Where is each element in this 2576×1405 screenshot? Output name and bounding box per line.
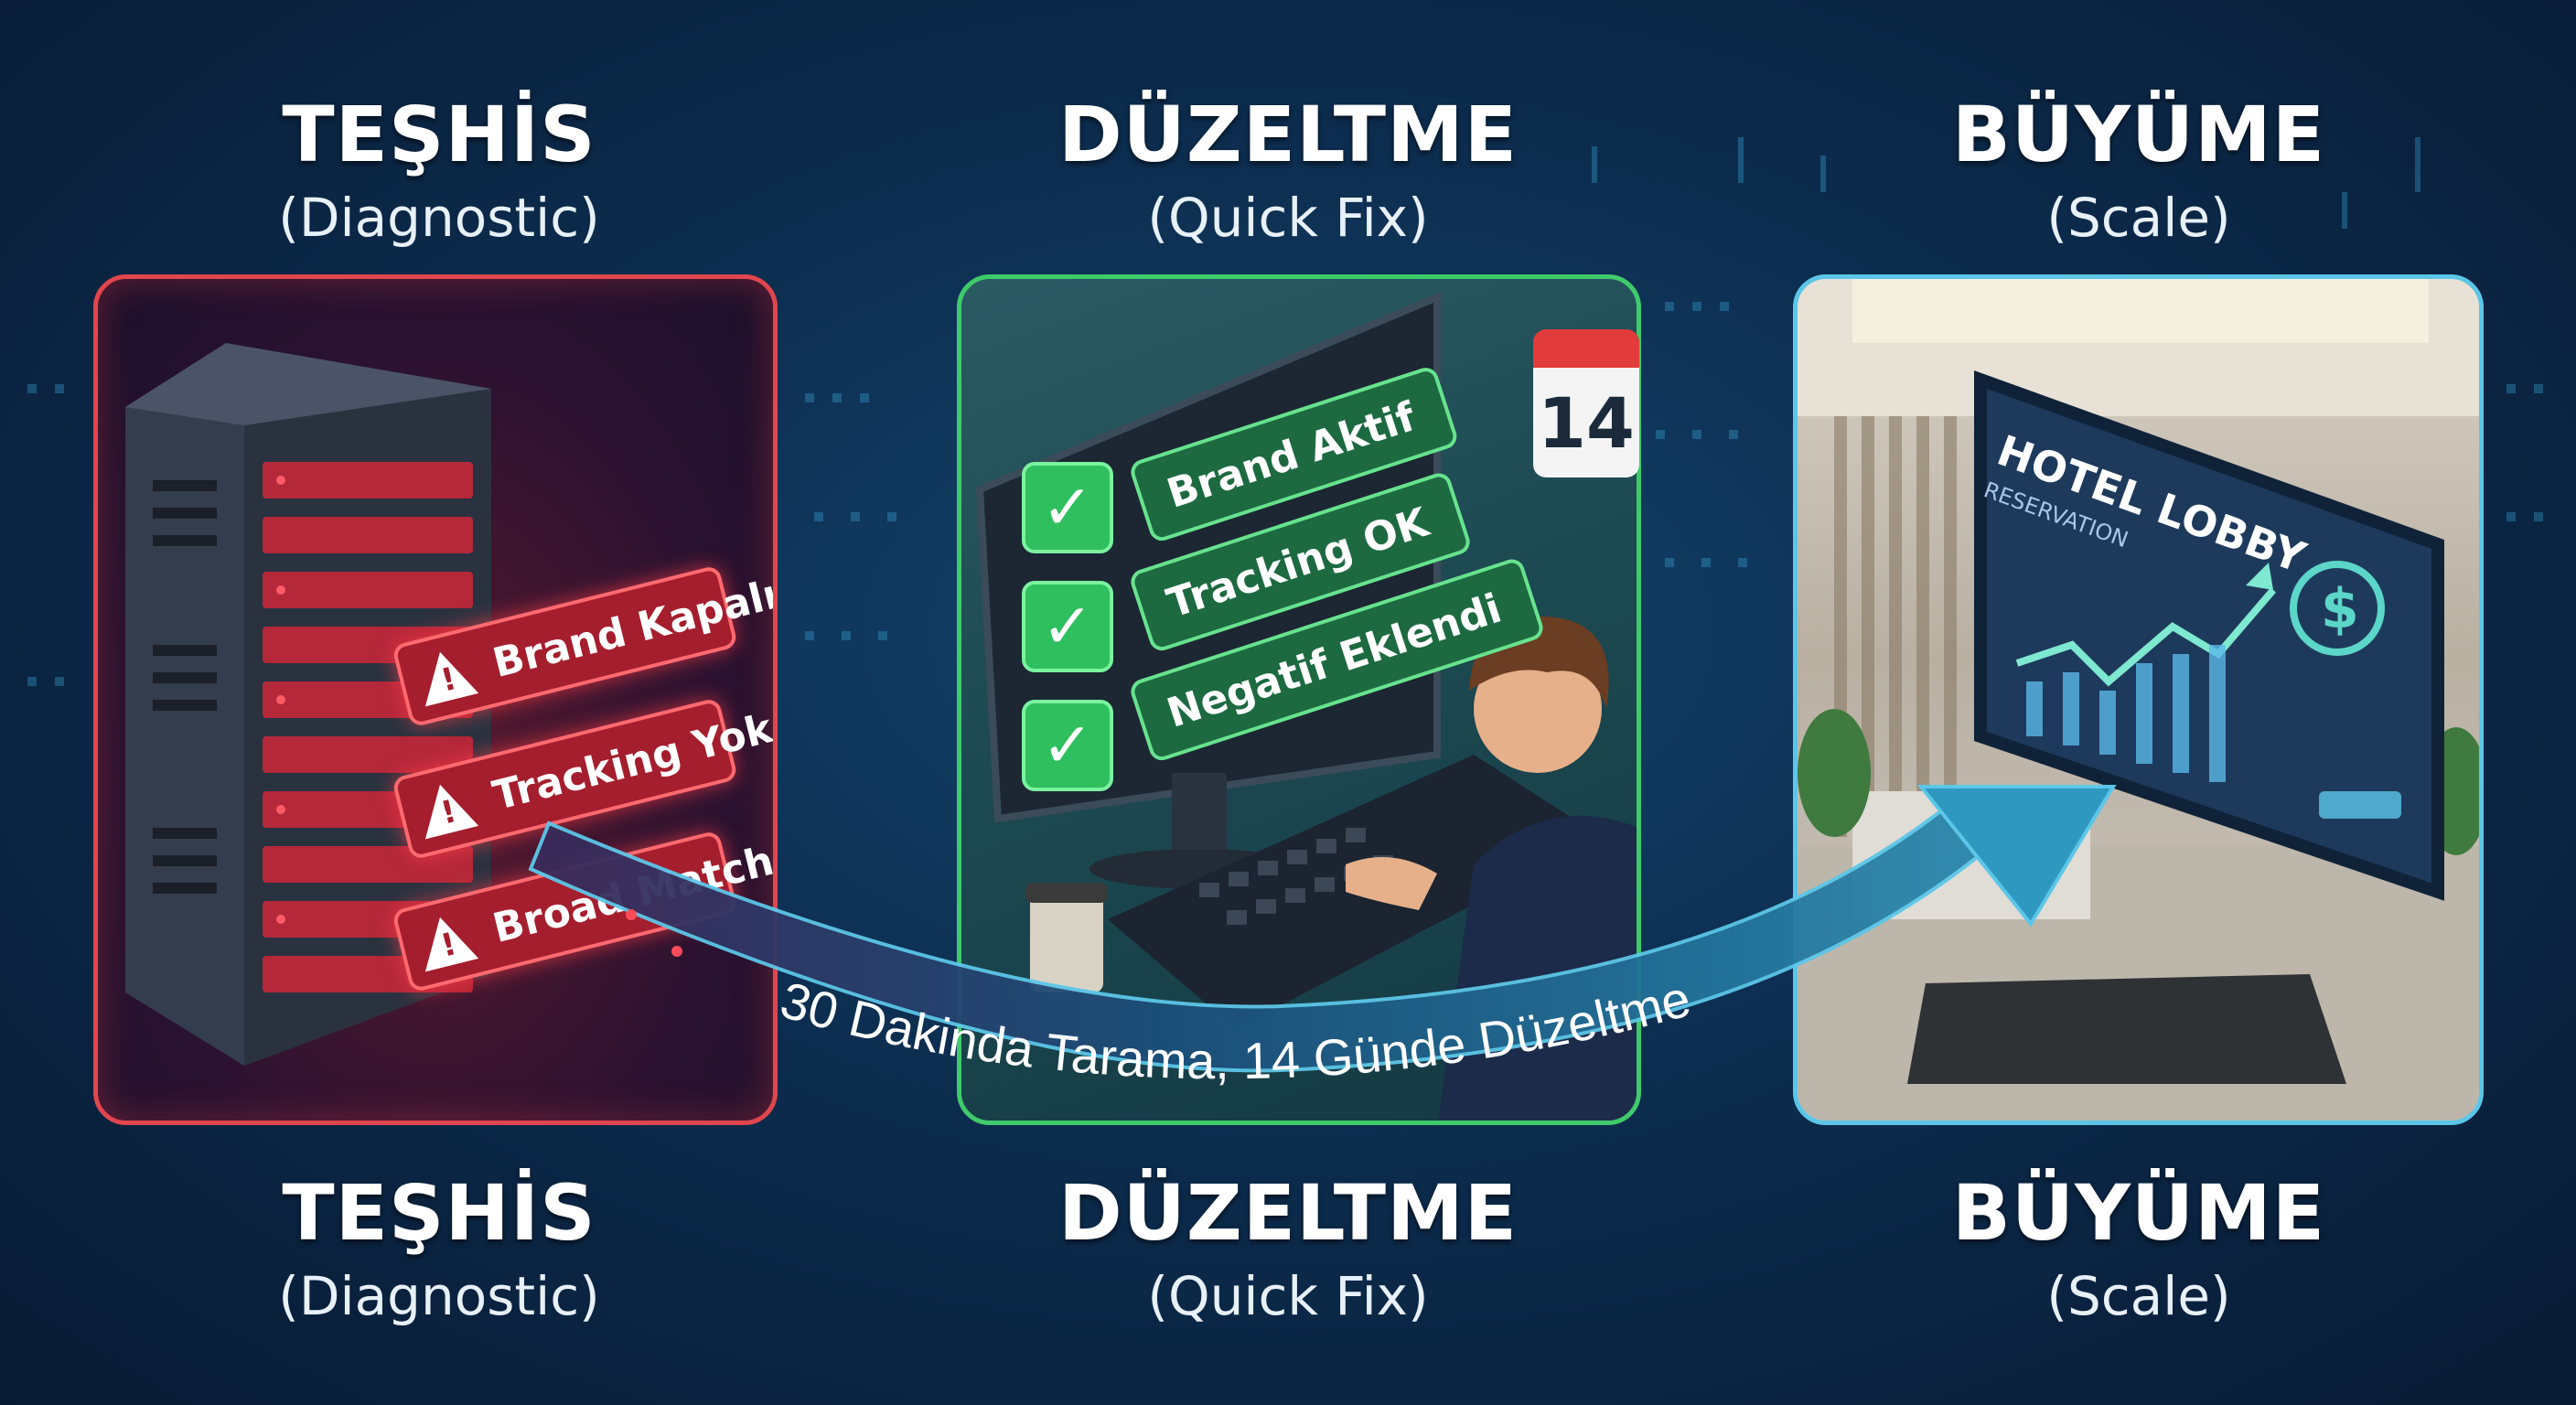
column-subtitle: (Scale) (2046, 187, 2231, 249)
column-subtitle: (Quick Fix) (1147, 1265, 1429, 1327)
calendar-header (1533, 329, 1639, 368)
column-subtitle: (Diagnostic) (278, 1265, 600, 1327)
check-icon: ✓ (1022, 581, 1113, 672)
calendar-icon: 14 (1533, 329, 1639, 490)
diagnostic-panel: ! Brand Kapalı! ! Tracking Yok! ! Broad … (93, 274, 778, 1125)
calendar-day: 14 (1533, 368, 1639, 477)
footer-quickfix: DÜZELTME (Quick Fix) (876, 1174, 1700, 1323)
quickfix-panel: ✓ ✓ ✓ Brand Aktif Tracking OK Negatif Ek… (957, 274, 1641, 1125)
column-subtitle: (Quick Fix) (1147, 187, 1429, 249)
footer-diagnostic: TEŞHİS (Diagnostic) (27, 1174, 851, 1323)
header-quickfix: DÜZELTME (Quick Fix) (876, 96, 1700, 244)
column-title: BÜYÜME (1951, 90, 2326, 179)
timeline-banner-text: 30 Dakinda Tarama, 14 Günde Düzeltme (775, 969, 1696, 1089)
header-scale: BÜYÜME (Scale) (1727, 96, 2550, 244)
column-title: TEŞHİS (282, 1168, 596, 1258)
column-title: BÜYÜME (1951, 1168, 2326, 1258)
column-subtitle: (Diagnostic) (278, 187, 600, 249)
dollar-icon: $ (2321, 577, 2359, 641)
header-diagnostic: TEŞHİS (Diagnostic) (27, 96, 851, 244)
column-title: DÜZELTME (1057, 1168, 1519, 1258)
column-subtitle: (Scale) (2046, 1265, 2231, 1327)
column-title: TEŞHİS (282, 90, 596, 179)
check-icon: ✓ (1022, 700, 1113, 791)
check-icon: ✓ (1022, 462, 1113, 553)
column-title: DÜZELTME (1057, 90, 1519, 179)
footer-scale: BÜYÜME (Scale) (1727, 1174, 2550, 1323)
svg-text:30 Dakinda Tarama, 14 Günde Dü: 30 Dakinda Tarama, 14 Günde Düzeltme (775, 969, 1696, 1089)
